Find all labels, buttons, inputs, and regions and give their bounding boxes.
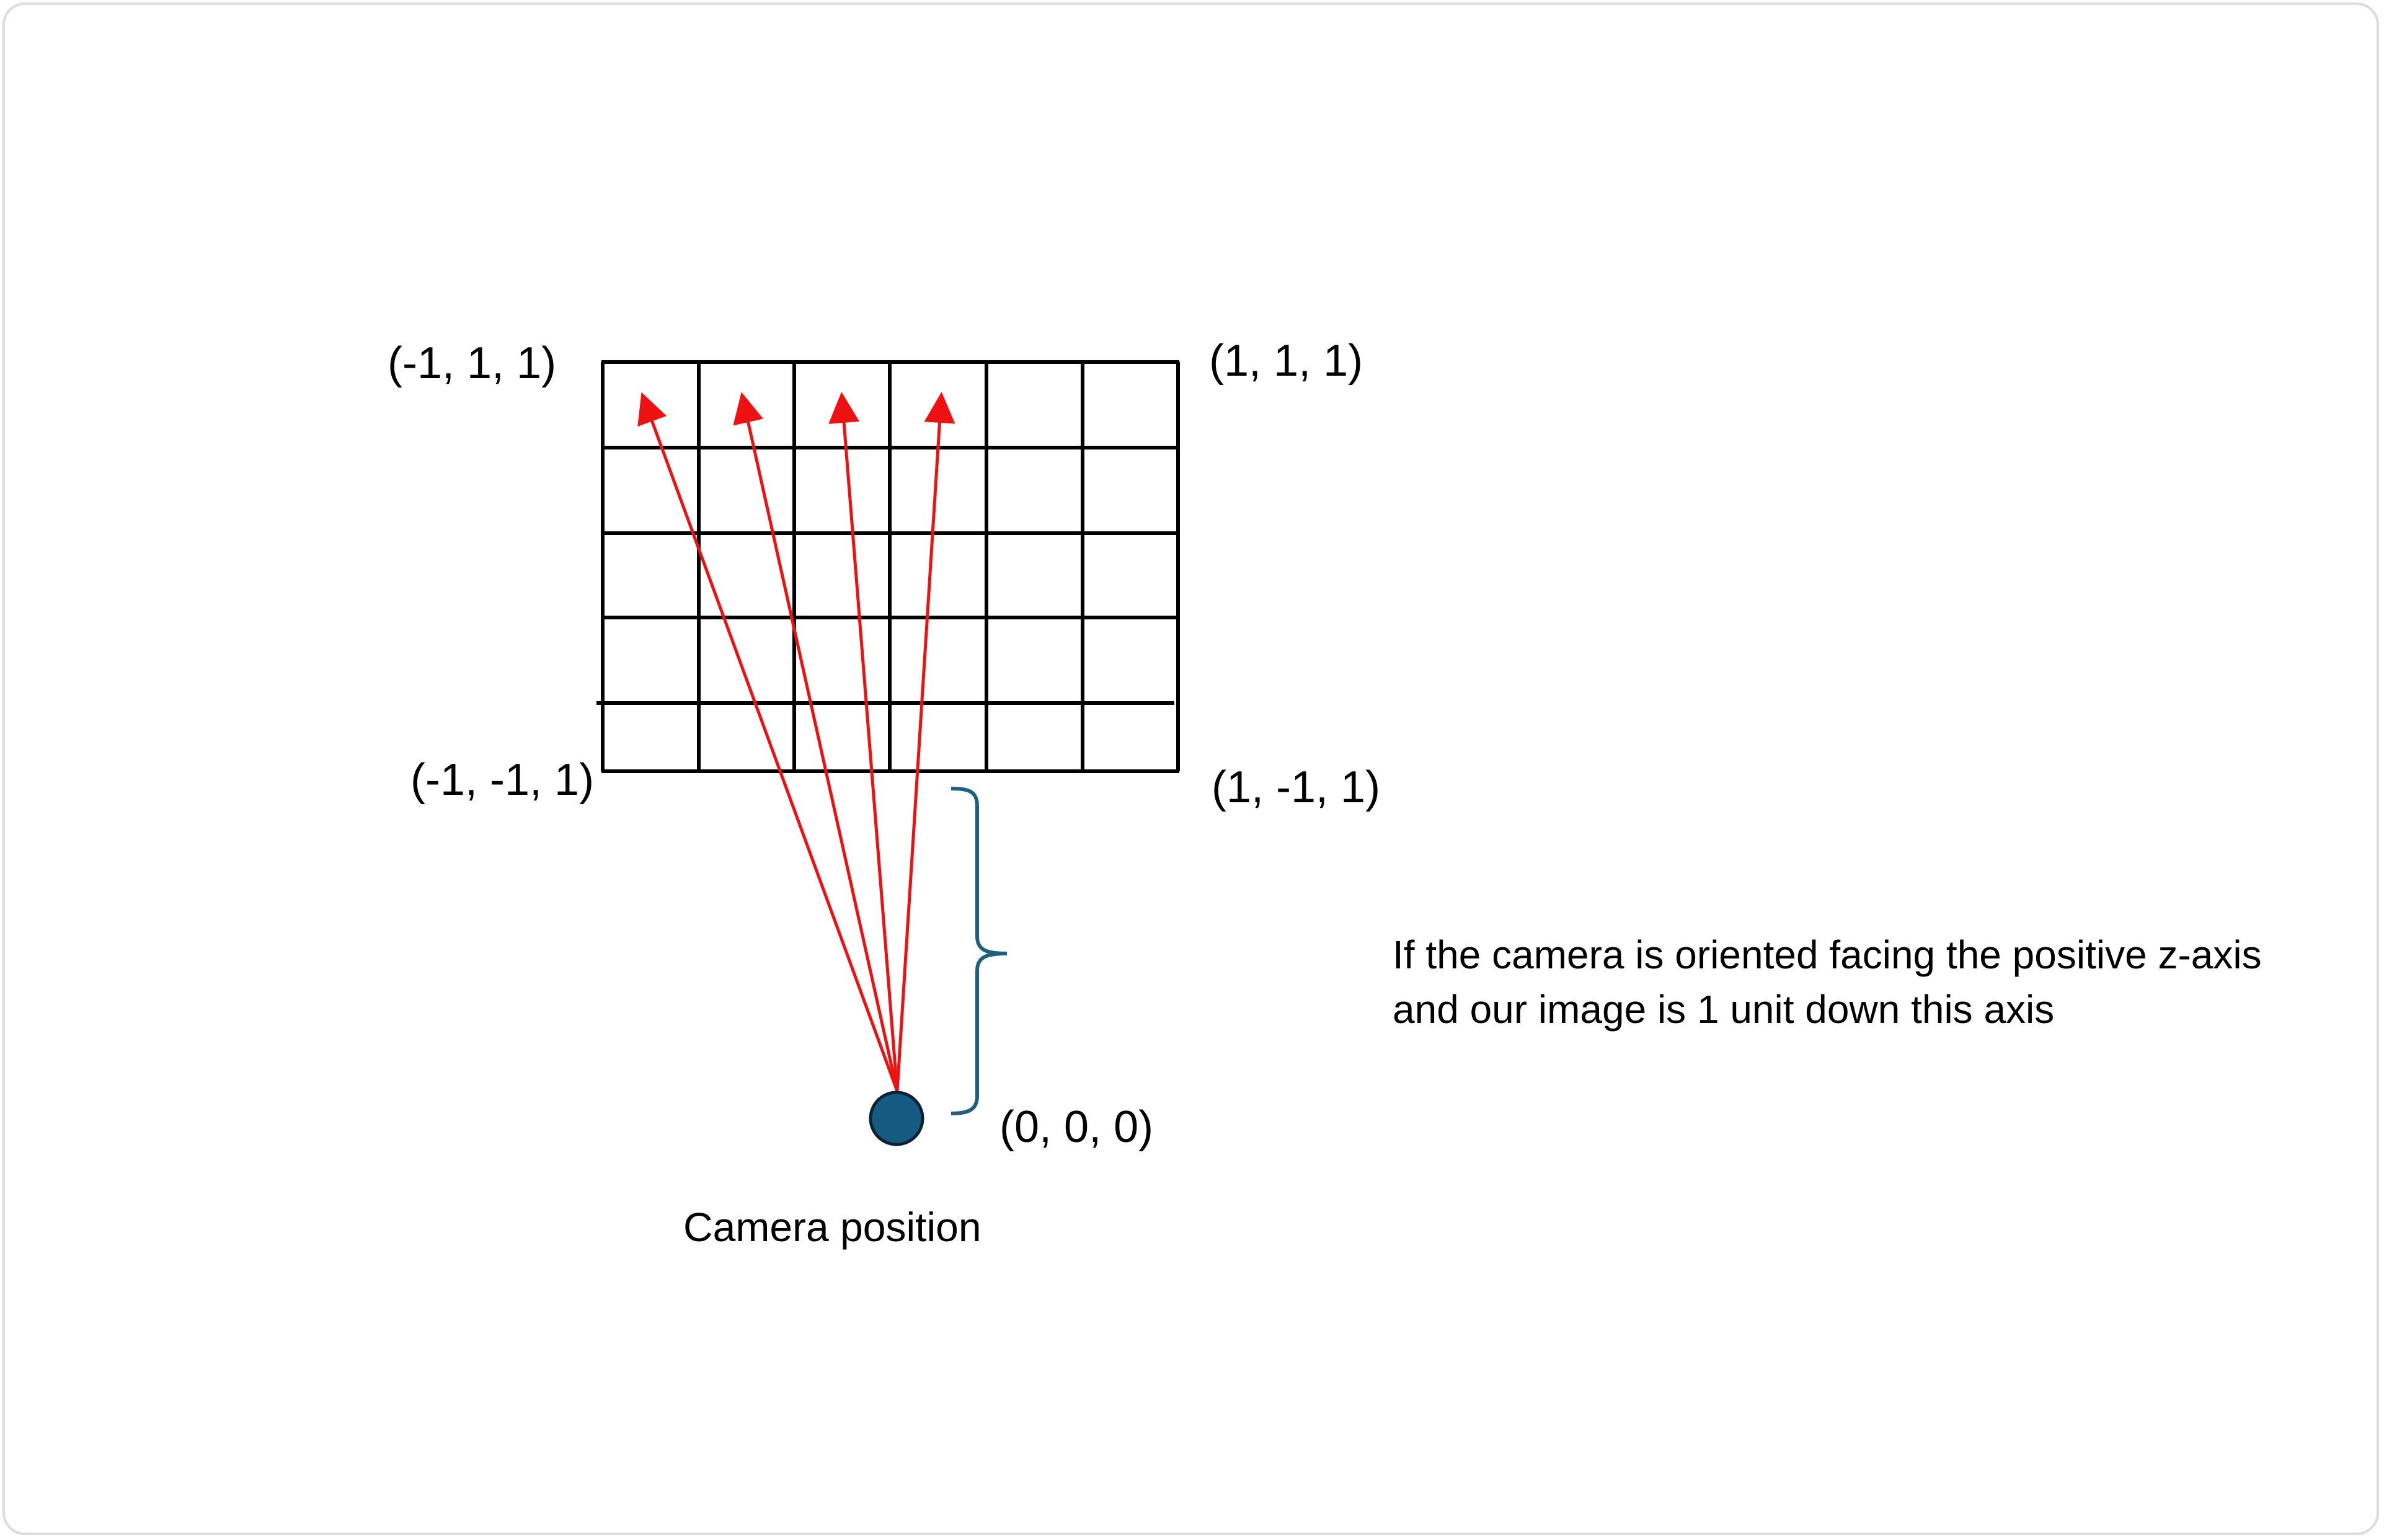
camera-position-caption: Camera position (683, 1204, 982, 1250)
corner-label-top-right: (1, 1, 1) (1209, 336, 1363, 386)
ray-1 (637, 392, 899, 1092)
ray-2 (733, 392, 899, 1092)
orientation-note-line-1: If the camera is oriented facing the pos… (1393, 932, 2262, 977)
orientation-note: If the camera is oriented facing the pos… (1393, 927, 2262, 1037)
image-plane-grid (596, 360, 1180, 773)
ray-3 (828, 392, 899, 1092)
rays (637, 392, 955, 1092)
origin-label: (0, 0, 0) (999, 1102, 1154, 1152)
corner-label-bottom-right: (1, -1, 1) (1212, 763, 1381, 812)
orientation-note-line-2: and our image is 1 unit down this axis (1393, 987, 2055, 1032)
ray-4 (895, 392, 955, 1092)
corner-label-bottom-left: (-1, -1, 1) (410, 755, 595, 805)
distance-brace (950, 787, 1008, 1115)
camera-icon (869, 1091, 924, 1146)
corner-label-top-left: (-1, 1, 1) (388, 339, 557, 388)
